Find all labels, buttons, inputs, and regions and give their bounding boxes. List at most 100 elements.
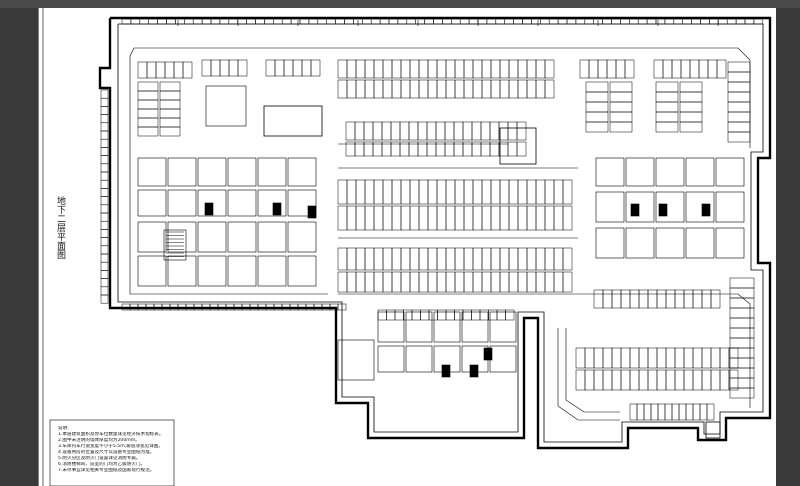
core-room xyxy=(685,227,715,259)
parking-stall xyxy=(454,271,465,293)
perimeter-stall xyxy=(299,18,310,25)
perimeter-stall xyxy=(100,253,109,263)
perimeter-stall xyxy=(100,270,109,279)
parking-stall xyxy=(656,369,667,391)
note-line: 7.未尽事宜详见相关专业图纸及国家现行规范。 xyxy=(58,468,155,473)
drive-aisle-line xyxy=(338,293,751,408)
parking-stall xyxy=(692,369,703,391)
parking-stall xyxy=(159,81,181,92)
parking-stall xyxy=(454,205,465,231)
parking-stall xyxy=(355,205,366,231)
parking-stall xyxy=(427,79,438,99)
parking-stall xyxy=(427,205,438,231)
parking-stall xyxy=(445,205,456,231)
core-room xyxy=(595,191,625,223)
core-room xyxy=(287,157,317,187)
parking-stall xyxy=(346,59,357,79)
shaft-box xyxy=(441,364,451,378)
core-room xyxy=(197,255,227,287)
parking-stall xyxy=(337,271,348,293)
parking-stall xyxy=(137,117,159,128)
perimeter-stall xyxy=(735,18,746,25)
building-outline xyxy=(98,16,772,450)
parking-stall xyxy=(472,247,483,271)
parking-stall xyxy=(508,59,519,79)
parking-stall xyxy=(237,59,248,77)
core-room xyxy=(257,157,287,187)
parking-stall xyxy=(609,101,633,113)
perimeter-stall xyxy=(557,18,568,25)
parking-stall xyxy=(585,121,609,133)
parking-stall xyxy=(355,179,366,205)
parking-stall xyxy=(463,179,474,205)
parking-stall xyxy=(729,377,755,389)
parking-stall xyxy=(664,403,673,421)
parking-stall xyxy=(629,289,640,309)
parking-stall xyxy=(665,289,676,309)
perimeter-stall xyxy=(100,261,109,271)
perimeter-stall xyxy=(406,18,416,25)
parking-stall xyxy=(391,59,402,79)
perimeter-stall xyxy=(709,18,719,25)
parking-stall xyxy=(409,179,420,205)
perimeter-stall xyxy=(100,147,109,156)
parking-stall xyxy=(729,347,755,359)
parking-stall xyxy=(727,81,751,93)
parking-stall xyxy=(707,59,718,79)
perimeter-stall xyxy=(377,309,387,321)
parking-stall xyxy=(490,247,501,271)
core-room xyxy=(287,255,317,287)
parking-stall xyxy=(418,247,429,271)
parking-stall xyxy=(647,289,658,309)
parking-stall xyxy=(620,347,631,369)
parking-stall xyxy=(692,403,701,421)
parking-stall xyxy=(727,71,751,83)
parking-stall xyxy=(679,101,703,113)
perimeter-stall xyxy=(646,18,657,25)
perimeter-stall xyxy=(237,18,247,25)
perimeter-stall xyxy=(184,18,194,25)
parking-stall xyxy=(729,387,755,399)
parking-stall xyxy=(364,247,375,271)
parking-stall xyxy=(729,287,755,299)
parking-stall xyxy=(701,347,712,369)
perimeter-stall xyxy=(362,18,372,25)
inner-wall-outline xyxy=(117,23,764,443)
parking-stall xyxy=(611,289,622,309)
parking-stall xyxy=(445,59,456,79)
perimeter-stall xyxy=(100,229,109,238)
parking-stall xyxy=(355,247,366,271)
parking-stall xyxy=(665,369,676,391)
core-room xyxy=(625,191,655,223)
parking-stall xyxy=(337,247,348,271)
parking-stall xyxy=(155,61,166,79)
parking-stall xyxy=(436,59,447,79)
parking-stall xyxy=(526,247,537,271)
core-room xyxy=(287,189,317,217)
parking-stall xyxy=(508,271,519,293)
parking-stall xyxy=(671,403,680,421)
parking-stall xyxy=(728,369,739,391)
perimeter-stall xyxy=(753,18,764,25)
parking-stall xyxy=(137,90,159,101)
core-room xyxy=(197,157,227,187)
perimeter-stall xyxy=(718,18,728,25)
parking-stall xyxy=(283,59,294,77)
parking-stall xyxy=(678,403,687,421)
parking-stall xyxy=(692,347,703,369)
perimeter-stall xyxy=(620,18,630,25)
parking-stall xyxy=(418,179,429,205)
parking-stall xyxy=(159,126,181,137)
parking-stall xyxy=(719,347,730,369)
parking-stall xyxy=(719,369,730,391)
parking-stall xyxy=(662,59,673,79)
parking-stall xyxy=(727,61,751,73)
parking-stall xyxy=(544,205,555,231)
core-room xyxy=(715,157,745,187)
parking-stall xyxy=(499,59,510,79)
parking-stall xyxy=(146,61,157,79)
parking-stall xyxy=(535,59,546,79)
perimeter-stall xyxy=(495,18,505,25)
parking-stall xyxy=(535,205,546,231)
parking-stall xyxy=(159,108,181,119)
